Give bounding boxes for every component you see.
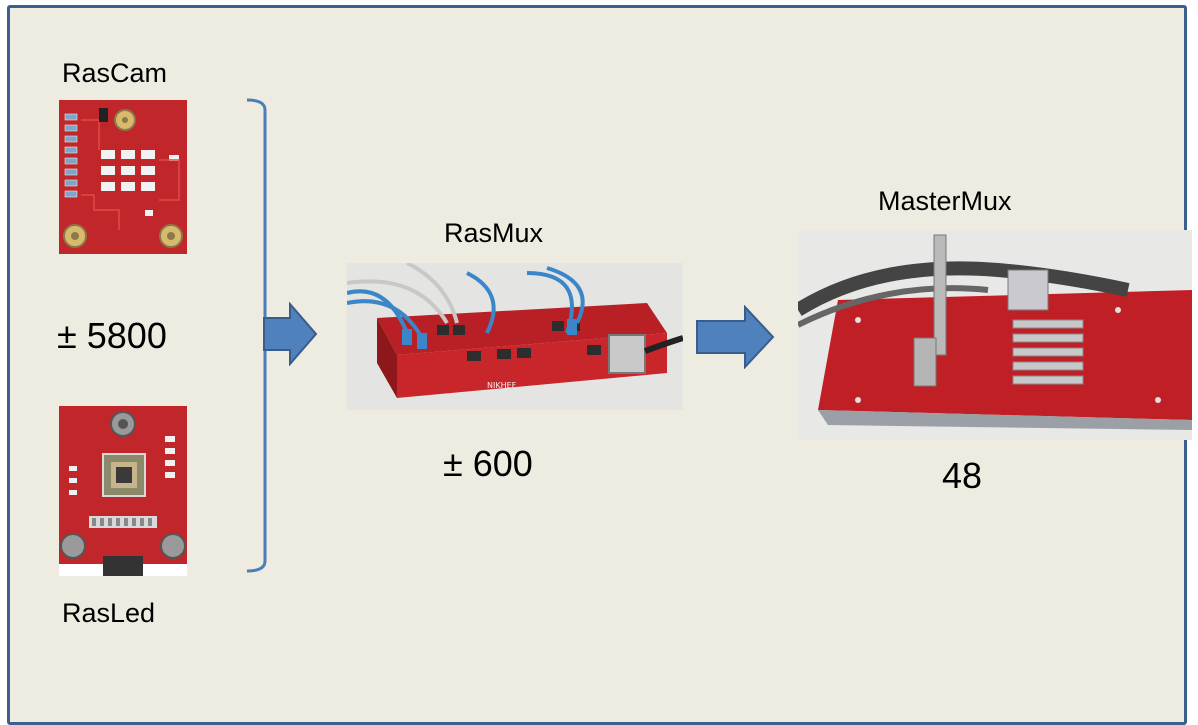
rasmux-photo: NIKHEF — [347, 263, 683, 410]
rascam-count: ± 5800 — [57, 315, 167, 356]
rasled-photo — [59, 406, 187, 576]
svg-text:NIKHEF: NIKHEF — [487, 381, 517, 390]
rasmux-count: ± 600 — [443, 443, 533, 484]
mastermux-label: MasterMux — [878, 186, 1012, 216]
rascam-photo — [59, 100, 187, 254]
rasmux-label: RasMux — [444, 218, 544, 248]
rascam-label: RasCam — [62, 58, 168, 88]
mastermux-photo — [798, 230, 1192, 440]
arrow-right-icon — [263, 302, 318, 366]
arrow-right-icon — [696, 305, 775, 369]
mastermux-count: 48 — [942, 455, 983, 496]
rasled-label: RasLed — [62, 598, 156, 628]
